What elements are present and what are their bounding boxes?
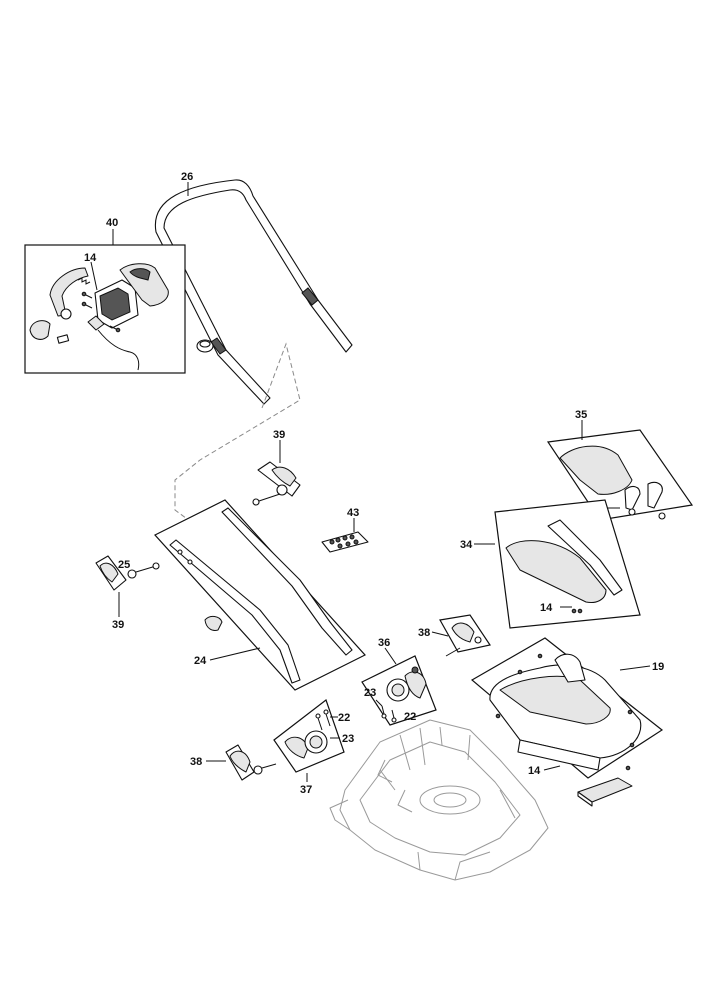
callout-19: 19 (652, 661, 664, 673)
callout-35: 35 (575, 409, 587, 421)
fixing-kit: 43 (321, 507, 369, 553)
callout-14-right-low: 14 (528, 765, 541, 777)
assembly-guide-line (174, 342, 301, 531)
clamp-middle: 38 (418, 614, 491, 657)
switch-box-group: 40 14 (24, 217, 186, 374)
callout-34: 34 (460, 539, 473, 551)
callout-26: 26 (181, 171, 193, 183)
lower-handle-frame (154, 499, 366, 691)
callout-25: 25 (118, 559, 130, 571)
switch-lever (49, 267, 89, 317)
handle-clamp-left: 25 39 (95, 555, 160, 631)
cover-group: 35 14 (546, 409, 694, 521)
callout-23-mid: 23 (364, 687, 376, 699)
main-body-group: 19 (470, 637, 664, 779)
callout-24: 24 (194, 655, 207, 667)
cable-clip (87, 315, 105, 331)
callout-14-handle: 14 (84, 252, 97, 264)
power-cable (97, 329, 140, 371)
upper-handle (154, 179, 353, 405)
handle-knob (196, 339, 214, 353)
switch-cover-plate: 14 (528, 765, 633, 807)
callout-38-mid: 38 (418, 627, 430, 639)
callout-22-low: 22 (338, 712, 350, 724)
callout-14-right-mid: 14 (540, 602, 553, 614)
clamp-lower: 38 (190, 744, 277, 781)
callout-23-low: 23 (342, 733, 354, 745)
callout-43: 43 (347, 507, 359, 519)
height-adjuster-group: 36 23 22 (361, 637, 437, 726)
callout-36: 36 (378, 637, 390, 649)
callout-39-top: 39 (273, 429, 285, 441)
handle-clamp-upper: 39 (252, 429, 301, 506)
callout-38-low: 38 (190, 756, 202, 768)
callout-40: 40 (106, 217, 118, 229)
callout-22-mid: 22 (404, 711, 416, 723)
mower-deck-ghost (329, 719, 549, 881)
lower-handle-group: 24 (154, 499, 366, 691)
lower-handle-knob (204, 615, 223, 631)
grassbox-lid (505, 540, 607, 603)
callout-39-left: 39 (112, 619, 124, 631)
top-cover (559, 445, 633, 495)
callout-37: 37 (300, 784, 312, 796)
switch-knob (29, 320, 51, 340)
height-adjuster-lower-group: 22 23 37 (273, 699, 354, 796)
grassbox-cover-group: 34 14 (460, 499, 641, 629)
